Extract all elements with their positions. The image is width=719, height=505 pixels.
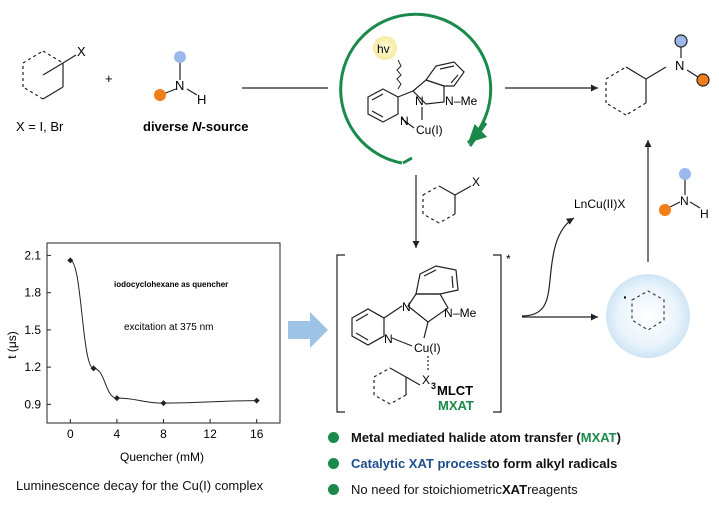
left-bracket — [336, 254, 345, 413]
bullet-dot — [328, 432, 339, 443]
excited-n-methyl: N — [444, 306, 453, 320]
bullet-text-end: ) — [616, 430, 621, 445]
bullet-text: to form alkyl radicals — [487, 456, 618, 471]
mlct-label: MLCT — [437, 383, 473, 398]
bullet-text-end: reagents — [527, 482, 578, 497]
blue-substituent-dot — [174, 51, 186, 63]
excited-n-imidazole: N — [402, 300, 411, 314]
chart-xlabel: Quencher (mM) — [120, 450, 204, 464]
catalyst-n-imidazole: N — [415, 94, 424, 108]
data-point — [67, 257, 74, 264]
excited-x-label: X — [422, 373, 430, 387]
side-alkyl-halide — [422, 185, 472, 224]
x-tick-label: 8 — [160, 427, 167, 441]
excited-methyl-label: –Me — [453, 306, 477, 320]
chart-ylabel: t (μs) — [5, 331, 19, 359]
excited-complex-structure — [351, 265, 459, 405]
n-source-h-label: H — [197, 92, 206, 107]
chart-caption: Luminescence decay for the Cu(I) complex — [16, 478, 264, 493]
catalyst-n-methyl: N — [445, 94, 454, 108]
x-tick-label: 0 — [67, 427, 74, 441]
radical-glow — [606, 274, 690, 358]
data-point — [160, 400, 167, 407]
lncu-label: LnCu(II)X — [574, 197, 625, 211]
bullet-highlight: XAT — [502, 482, 528, 497]
x-tick-label: 4 — [114, 427, 121, 441]
hv-label: hv — [377, 42, 390, 56]
n-source-structure — [154, 51, 198, 101]
data-point — [253, 397, 260, 404]
y-tick-label: 0.9 — [24, 397, 41, 411]
light-wave-icon — [396, 59, 402, 90]
catalytic-cycle-arrow — [339, 12, 493, 165]
bullet-text: Metal mediated halide atom transfer ( — [351, 430, 581, 445]
curved-arrow-to-cuii — [521, 217, 575, 317]
bullet-dot — [328, 484, 339, 495]
n-source-caption: diverse N-source — [143, 119, 249, 134]
chart-annotation-quencher: iodocyclohexane as quencher — [114, 280, 228, 289]
product-n-label: N — [675, 58, 684, 73]
bullet-highlight: Catalytic XAT process — [351, 456, 488, 471]
bullet-catalytic: Catalytic XAT process to form alkyl radi… — [328, 456, 617, 471]
mxat-label: MXAT — [438, 398, 474, 413]
right-bracket — [493, 254, 502, 413]
mlct-superscript: 3 — [431, 381, 436, 391]
x-tick-label: 12 — [203, 427, 217, 441]
side-x-label: X — [472, 175, 480, 189]
n-source-n-label: N — [175, 78, 184, 93]
bullet-highlight: MXAT — [580, 430, 617, 445]
bullet-text: No need for stoichiometric — [351, 482, 503, 497]
light-source-icon — [373, 36, 397, 60]
blue-block-arrow — [288, 312, 328, 348]
halide-definition: X = I, Br — [16, 119, 64, 134]
bullet-dot — [328, 458, 339, 469]
side-h-label: H — [700, 207, 709, 221]
side-n-source — [659, 168, 701, 216]
x-tick-label: 16 — [250, 427, 264, 441]
decay-chart: 0 4 8 12 16 0.9 1.2 1.5 1.8 2.1 iodocyclohexane a… — [5, 242, 281, 464]
excited-cu-label: Cu(I) — [414, 341, 441, 355]
halide-x-label: X — [77, 44, 86, 59]
catalyst-cu-label: Cu(I) — [416, 123, 443, 137]
y-tick-label: 1.5 — [24, 323, 41, 337]
chart-annotation-excitation: excitation at 375 nm — [124, 322, 214, 333]
data-point — [113, 395, 120, 402]
catalyst-n-pyridine: N — [400, 114, 409, 128]
side-n-label: N — [680, 194, 689, 208]
orange-substituent-dot — [154, 89, 166, 101]
y-tick-label: 2.1 — [24, 248, 41, 262]
catalytic-cycle-tail — [468, 122, 488, 147]
y-tick-label: 1.8 — [24, 286, 41, 300]
plus-sign: + — [105, 71, 113, 86]
data-point — [90, 365, 97, 372]
excited-star: * — [506, 252, 511, 266]
y-tick-label: 1.2 — [24, 360, 41, 374]
excited-n-pyridine: N — [384, 332, 393, 346]
chart-frame — [46, 242, 281, 424]
catalyst-structure — [367, 61, 465, 129]
radical-dot: · — [623, 289, 628, 305]
product-structure — [605, 34, 710, 116]
bullet-mxat: Metal mediated halide atom transfer (MXA… — [328, 430, 621, 445]
catalyst-methyl-label: –Me — [454, 94, 478, 108]
alkyl-halide-structure — [22, 50, 77, 100]
radical-structure — [631, 290, 665, 331]
bullet-stoichiometric: No need for stoichiometric XAT reagents — [328, 482, 578, 497]
